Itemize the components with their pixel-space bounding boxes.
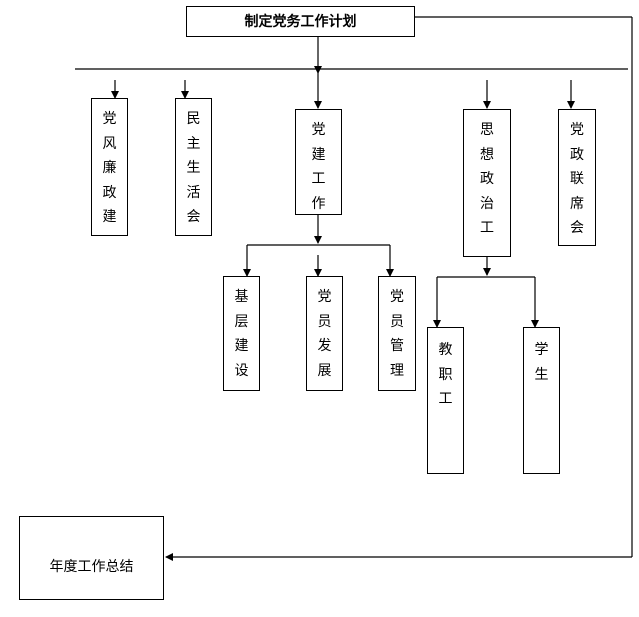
node-lianzheng: 党风廉政建 xyxy=(91,98,128,236)
node-char: 生 xyxy=(186,160,201,176)
node-jiceng: 基层建设 xyxy=(223,276,260,391)
node-char: 员 xyxy=(390,313,404,330)
node-char: 建 xyxy=(234,338,249,354)
node-char: 学 xyxy=(534,342,549,358)
node-char: 党 xyxy=(390,289,404,305)
node-char: 基 xyxy=(234,289,249,305)
node-char: 建 xyxy=(311,146,326,163)
node-char: 风 xyxy=(102,135,117,152)
node-char: 党 xyxy=(102,111,117,127)
node-char: 政 xyxy=(480,171,494,187)
node-char: 管 xyxy=(390,338,404,354)
node-minzhu: 民主生活会 xyxy=(175,98,212,236)
node-char: 工 xyxy=(438,391,453,407)
node-char: 职 xyxy=(438,366,453,383)
node-char: 作 xyxy=(311,195,326,212)
node-xuesheng: 学生 xyxy=(523,327,560,474)
node-char: 席 xyxy=(570,195,584,212)
node-char: 生 xyxy=(534,366,549,383)
node-char: 政 xyxy=(102,184,117,201)
node-char: 想 xyxy=(480,146,494,163)
node-char: 联 xyxy=(570,171,584,187)
annual-summary-box: 年度工作总结 xyxy=(19,516,164,600)
node-char: 展 xyxy=(317,362,332,379)
node-jiaozhigong: 教职工 xyxy=(427,327,464,474)
node-char: 设 xyxy=(234,362,249,379)
node-fazhan: 党员发展 xyxy=(306,276,343,391)
node-char: 工 xyxy=(311,171,326,187)
node-char: 会 xyxy=(570,220,584,236)
node-char: 治 xyxy=(480,195,494,212)
node-char: 理 xyxy=(390,362,404,379)
node-char: 活 xyxy=(186,184,201,201)
node-char: 思 xyxy=(480,122,494,138)
node-char: 党 xyxy=(317,289,332,305)
node-char: 廉 xyxy=(102,160,117,176)
node-char: 员 xyxy=(317,313,332,330)
node-char: 层 xyxy=(234,313,249,330)
node-char: 发 xyxy=(317,338,332,354)
node-char: 民 xyxy=(186,111,201,127)
node-dangjian: 党建工作 xyxy=(295,109,342,215)
node-char: 党 xyxy=(570,122,584,138)
node-char: 教 xyxy=(438,342,453,358)
node-char: 建 xyxy=(102,209,117,225)
node-lianxi: 党政联席会 xyxy=(558,109,596,246)
node-char: 会 xyxy=(186,209,201,225)
node-char: 政 xyxy=(570,146,584,163)
node-guanli: 党员管理 xyxy=(378,276,416,391)
node-char: 主 xyxy=(186,135,201,152)
node-sixiang: 思想政治工 xyxy=(463,109,511,257)
node-char: 党 xyxy=(311,122,326,138)
node-char: 工 xyxy=(480,220,494,236)
plan-title-box: 制定党务工作计划 xyxy=(186,6,415,37)
